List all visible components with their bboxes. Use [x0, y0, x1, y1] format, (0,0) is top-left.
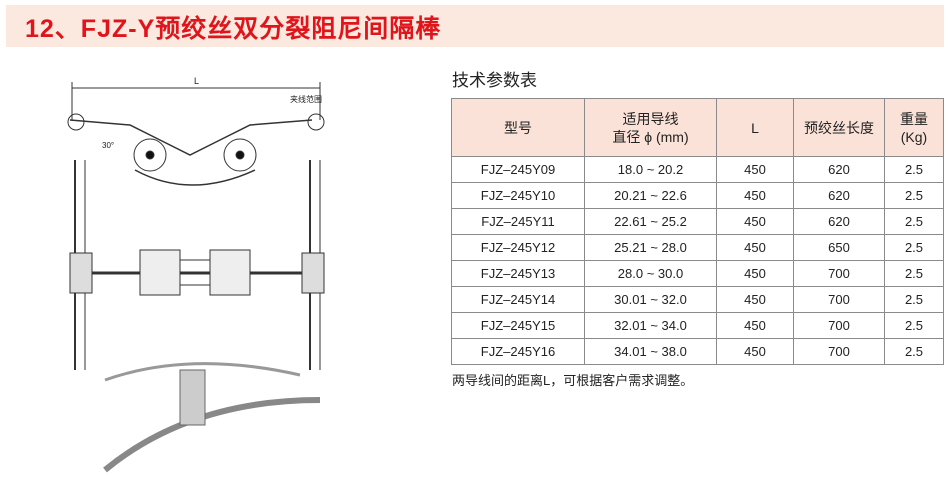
table-cell: FJZ–245Y16	[451, 338, 585, 365]
table-cell: FJZ–245Y10	[451, 182, 585, 209]
table-cell: 2.5	[884, 182, 944, 209]
table-cell: 700	[793, 260, 885, 287]
spacer-frame	[69, 119, 313, 156]
title-banner	[6, 5, 944, 47]
table-cell: 450	[716, 156, 794, 183]
spacer-photo	[179, 369, 206, 426]
table-cell: 620	[793, 156, 885, 183]
table-cell: 620	[793, 182, 885, 209]
table-cell: 450	[716, 338, 794, 365]
table-note: 两导线间的距离L，可根据客户需求调整。	[452, 373, 694, 388]
table-cell: 2.5	[884, 338, 944, 365]
table-cell: 34.01 ~ 38.0	[584, 338, 717, 365]
table-cell: 450	[716, 208, 794, 235]
table-title: 技术参数表	[452, 71, 537, 90]
table-cell: 28.0 ~ 30.0	[584, 260, 717, 287]
table-cell: FJZ–245Y11	[451, 208, 585, 235]
table-cell: 650	[793, 234, 885, 261]
table-cell: 2.5	[884, 156, 944, 183]
table-cell: 620	[793, 208, 885, 235]
table-cell: 2.5	[884, 208, 944, 235]
table-cell: FJZ–245Y14	[451, 286, 585, 313]
table-cell: 450	[716, 312, 794, 339]
table-cell: FJZ–245Y12	[451, 234, 585, 261]
table-cell: FJZ–245Y09	[451, 156, 585, 183]
table-cell: 30.01 ~ 32.0	[584, 286, 717, 313]
table-cell: 25.21 ~ 28.0	[584, 234, 717, 261]
header-l: L	[716, 98, 794, 157]
table-cell: 18.0 ~ 20.2	[584, 156, 717, 183]
table-cell: 450	[716, 234, 794, 261]
dimension-label: L	[194, 76, 199, 86]
angle-label: 30°	[102, 141, 114, 150]
page-title: 12、FJZ-Y预绞丝双分裂阻尼间隔棒	[25, 15, 442, 43]
table-cell: 700	[793, 338, 885, 365]
spec-table: 型号 适用导线直径 ϕ (mm) L 预绞丝长度 重量(Kg) FJZ–245Y…	[451, 98, 944, 365]
product-diagram: L 夹线范围 30°	[67, 76, 325, 473]
table-cell: FJZ–245Y13	[451, 260, 585, 287]
header-rod-length: 预绞丝长度	[793, 98, 885, 157]
table-cell: 2.5	[884, 312, 944, 339]
table-cell: 450	[716, 182, 794, 209]
header-model: 型号	[451, 98, 585, 157]
table-cell: 2.5	[884, 260, 944, 287]
header-weight: 重量(Kg)	[884, 98, 944, 157]
table-cell: 450	[716, 260, 794, 287]
table-cell: 32.01 ~ 34.0	[584, 312, 717, 339]
table-cell: 20.21 ~ 22.6	[584, 182, 717, 209]
table-cell: 700	[793, 312, 885, 339]
header-diameter: 适用导线直径 ϕ (mm)	[584, 98, 717, 157]
table-cell: 2.5	[884, 234, 944, 261]
table-cell: 450	[716, 286, 794, 313]
clamp-range-label: 夹线范围	[290, 94, 322, 104]
table-cell: 700	[793, 286, 885, 313]
table-cell: 2.5	[884, 286, 944, 313]
table-cell: 22.61 ~ 25.2	[584, 208, 717, 235]
table-cell: FJZ–245Y15	[451, 312, 585, 339]
